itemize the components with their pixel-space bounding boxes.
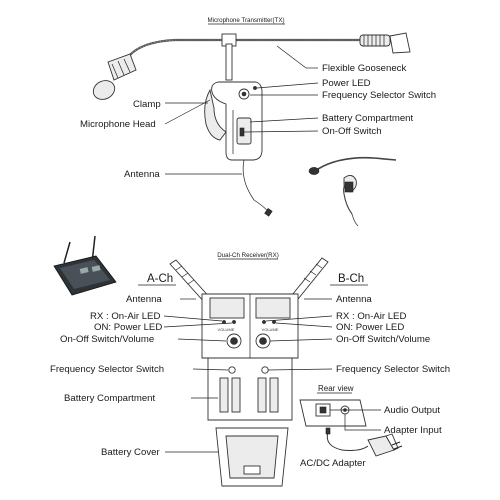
battery-4 [269,377,279,413]
battery-2 [231,377,241,413]
label-b-antenna: Antenna [336,294,372,305]
antenna-tip [264,207,273,217]
a-volume-text: VOLUME [218,327,235,332]
label-tx-frequency-selector: Frequency Selector Switch [322,90,436,101]
transmitter-title: Microphone Transmitter(TX) [207,17,284,24]
gooseneck-stem [225,43,233,81]
a-channel-header: A-Ch [147,273,173,285]
gooseneck-grip [359,32,411,54]
clamp-shape [204,88,227,141]
adapter-input-leader [344,414,381,431]
transmitter-leaders [164,45,319,175]
rear-view-title: Rear view [318,384,354,393]
b-power-led [272,320,276,324]
receiver-right-leaders [265,298,333,371]
power-led-indicator [253,86,257,90]
battery-3 [257,377,267,413]
label-tx-antenna: Antenna [124,169,160,180]
label-tx-battery-compartment: Battery Compartment [322,113,414,124]
label-audio-output: Audio Output [384,405,440,416]
receiver-left-leaders [163,298,233,453]
b-volume-text: VOLUME [262,327,279,332]
gooseneck-end-plug [389,32,411,54]
b-channel-header: B-Ch [338,273,364,285]
label-a-power-led: ON: Power LED [94,322,162,333]
label-a-rx-led: RX : On-Air LED [90,311,160,322]
receiver-top-panel: VOLUME VOLUME [201,293,299,359]
a-power-led [232,320,236,324]
label-flexible-gooseneck: Flexible Gooseneck [322,63,406,74]
ac-dc-adapter-illustration [325,427,403,457]
label-b-rx-led: RX : On-Air LED [336,311,406,322]
label-adapter-input: Adapter Input [384,425,442,436]
receiver-photo [53,235,117,296]
label-b-power-led: ON: Power LED [336,322,404,333]
label-ac-dc-adapter: AC/DC Adapter [300,458,366,469]
receiver-battery-cover [215,427,289,487]
receiver-title: Dual-Ch Receiver(RX) [217,252,279,259]
rear-view-panel [299,399,367,427]
label-a-switch-volume: On-Off Switch/Volume [60,334,154,345]
label-microphone-head: Microphone Head [80,119,156,130]
receiver-antennas [169,257,329,305]
transmitter-antenna-wire [242,159,269,213]
b-frequency-selector [261,366,269,374]
transmitter-body [204,81,263,161]
label-battery-cover: Battery Cover [101,447,160,458]
receiver-battery-area [207,357,293,421]
label-tx-on-off-switch: On-Off Switch [322,126,382,137]
label-a-antenna: Antenna [126,294,162,305]
headset-illustration [308,156,397,227]
b-rx-led [262,320,266,324]
label-a-frequency-selector: Frequency Selector Switch [50,364,164,375]
label-clamp: Clamp [133,99,161,110]
label-b-frequency-selector: Frequency Selector Switch [336,364,450,375]
label-tx-power-led: Power LED [322,78,371,89]
on-off-slider [239,127,245,137]
label-battery-compartment: Battery Compartment [64,393,156,404]
a-frequency-selector [228,366,236,374]
foam-windscreen [92,80,116,100]
battery-1 [219,377,229,413]
label-b-switch-volume: On-Off Switch/Volume [336,334,430,345]
microphone-head [92,53,137,100]
